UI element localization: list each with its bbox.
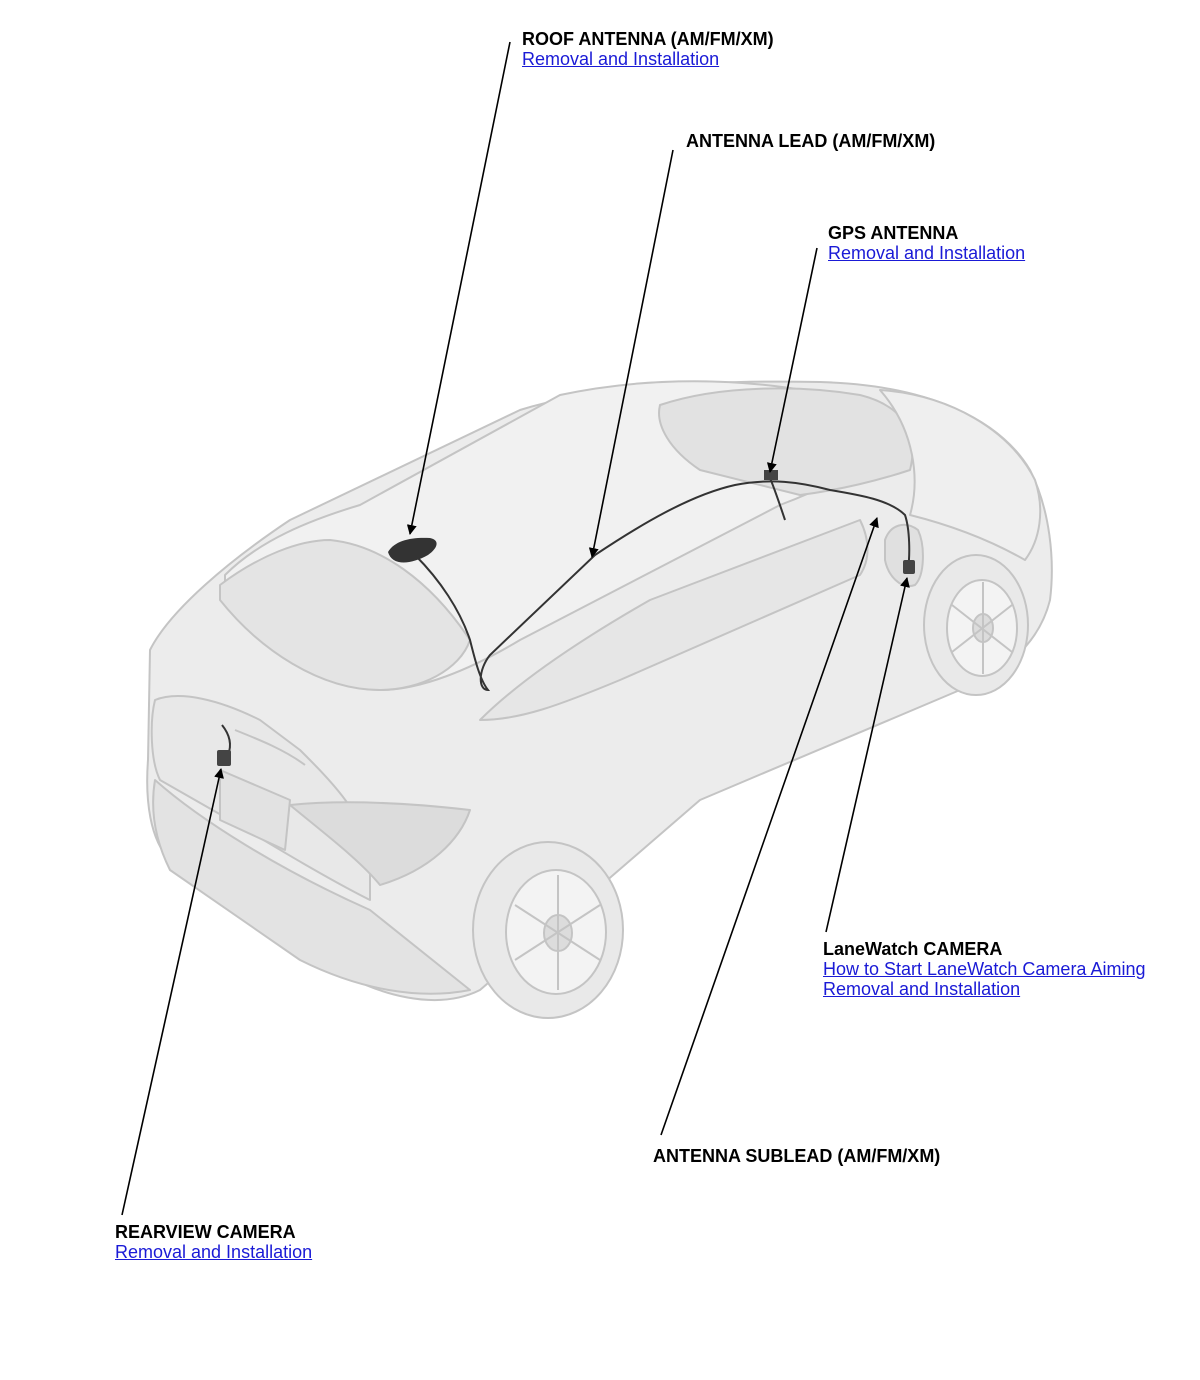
callout-lanewatch-camera: LaneWatch CAMERA How to Start LaneWatch … <box>823 939 1145 999</box>
callout-roof-antenna: ROOF ANTENNA (AM/FM/XM) Removal and Inst… <box>522 29 774 69</box>
hood <box>879 389 1042 561</box>
rear-spoiler <box>234 729 306 766</box>
rearview-camera-removal-link[interactable]: Removal and Installation <box>115 1242 313 1262</box>
leader-antenna-sublead <box>660 517 879 1136</box>
callout-gps-antenna: GPS ANTENNA Removal and Installation <box>828 223 1025 263</box>
roof-antenna-label: ROOF ANTENNA (AM/FM/XM) <box>522 29 774 49</box>
leader-lanewatch-camera <box>825 577 910 933</box>
antenna-lead-label: ANTENNA LEAD (AM/FM/XM) <box>686 131 936 151</box>
lanewatch-camera-shape <box>903 560 915 574</box>
gps-antenna-shape <box>764 470 778 480</box>
leader-antenna-lead <box>588 149 674 558</box>
antenna-lead-cable <box>414 480 911 692</box>
rear-wheel <box>472 841 624 1019</box>
callout-rearview-camera: REARVIEW CAMERA Removal and Installation <box>115 1222 312 1262</box>
tail-light-right <box>289 801 471 886</box>
side-windows <box>479 519 869 721</box>
rearview-camera-label: REARVIEW CAMERA <box>115 1222 296 1242</box>
leader-lines <box>121 41 910 1216</box>
leader-roof-antenna <box>406 41 511 535</box>
rear-bumper <box>152 779 471 995</box>
license-plate-area <box>219 769 291 851</box>
front-wheel <box>923 554 1029 696</box>
lanewatch-camera-removal-link[interactable]: Removal and Installation <box>823 979 1021 999</box>
leader-rearview-camera <box>121 768 224 1216</box>
antenna-sublead-label: ANTENNA SUBLEAD (AM/FM/XM) <box>653 1146 941 1166</box>
vehicle-illustration <box>146 380 1053 1019</box>
roof-antenna-removal-link[interactable]: Removal and Installation <box>522 49 720 69</box>
lanewatch-camera-label: LaneWatch CAMERA <box>823 939 1003 959</box>
callout-antenna-sublead: ANTENNA SUBLEAD (AM/FM/XM) <box>653 1146 940 1166</box>
rearview-camera-shape <box>217 750 231 766</box>
leader-gps-antenna <box>766 247 818 473</box>
callout-antenna-lead: ANTENNA LEAD (AM/FM/XM) <box>686 131 935 151</box>
lanewatch-camera-aiming-link[interactable]: How to Start LaneWatch Camera Aiming <box>823 959 1146 979</box>
gps-cable <box>769 477 786 521</box>
roof-antenna-shape <box>388 537 437 563</box>
gps-antenna-label: GPS ANTENNA <box>828 223 959 243</box>
gps-antenna-removal-link[interactable]: Removal and Installation <box>828 243 1026 263</box>
